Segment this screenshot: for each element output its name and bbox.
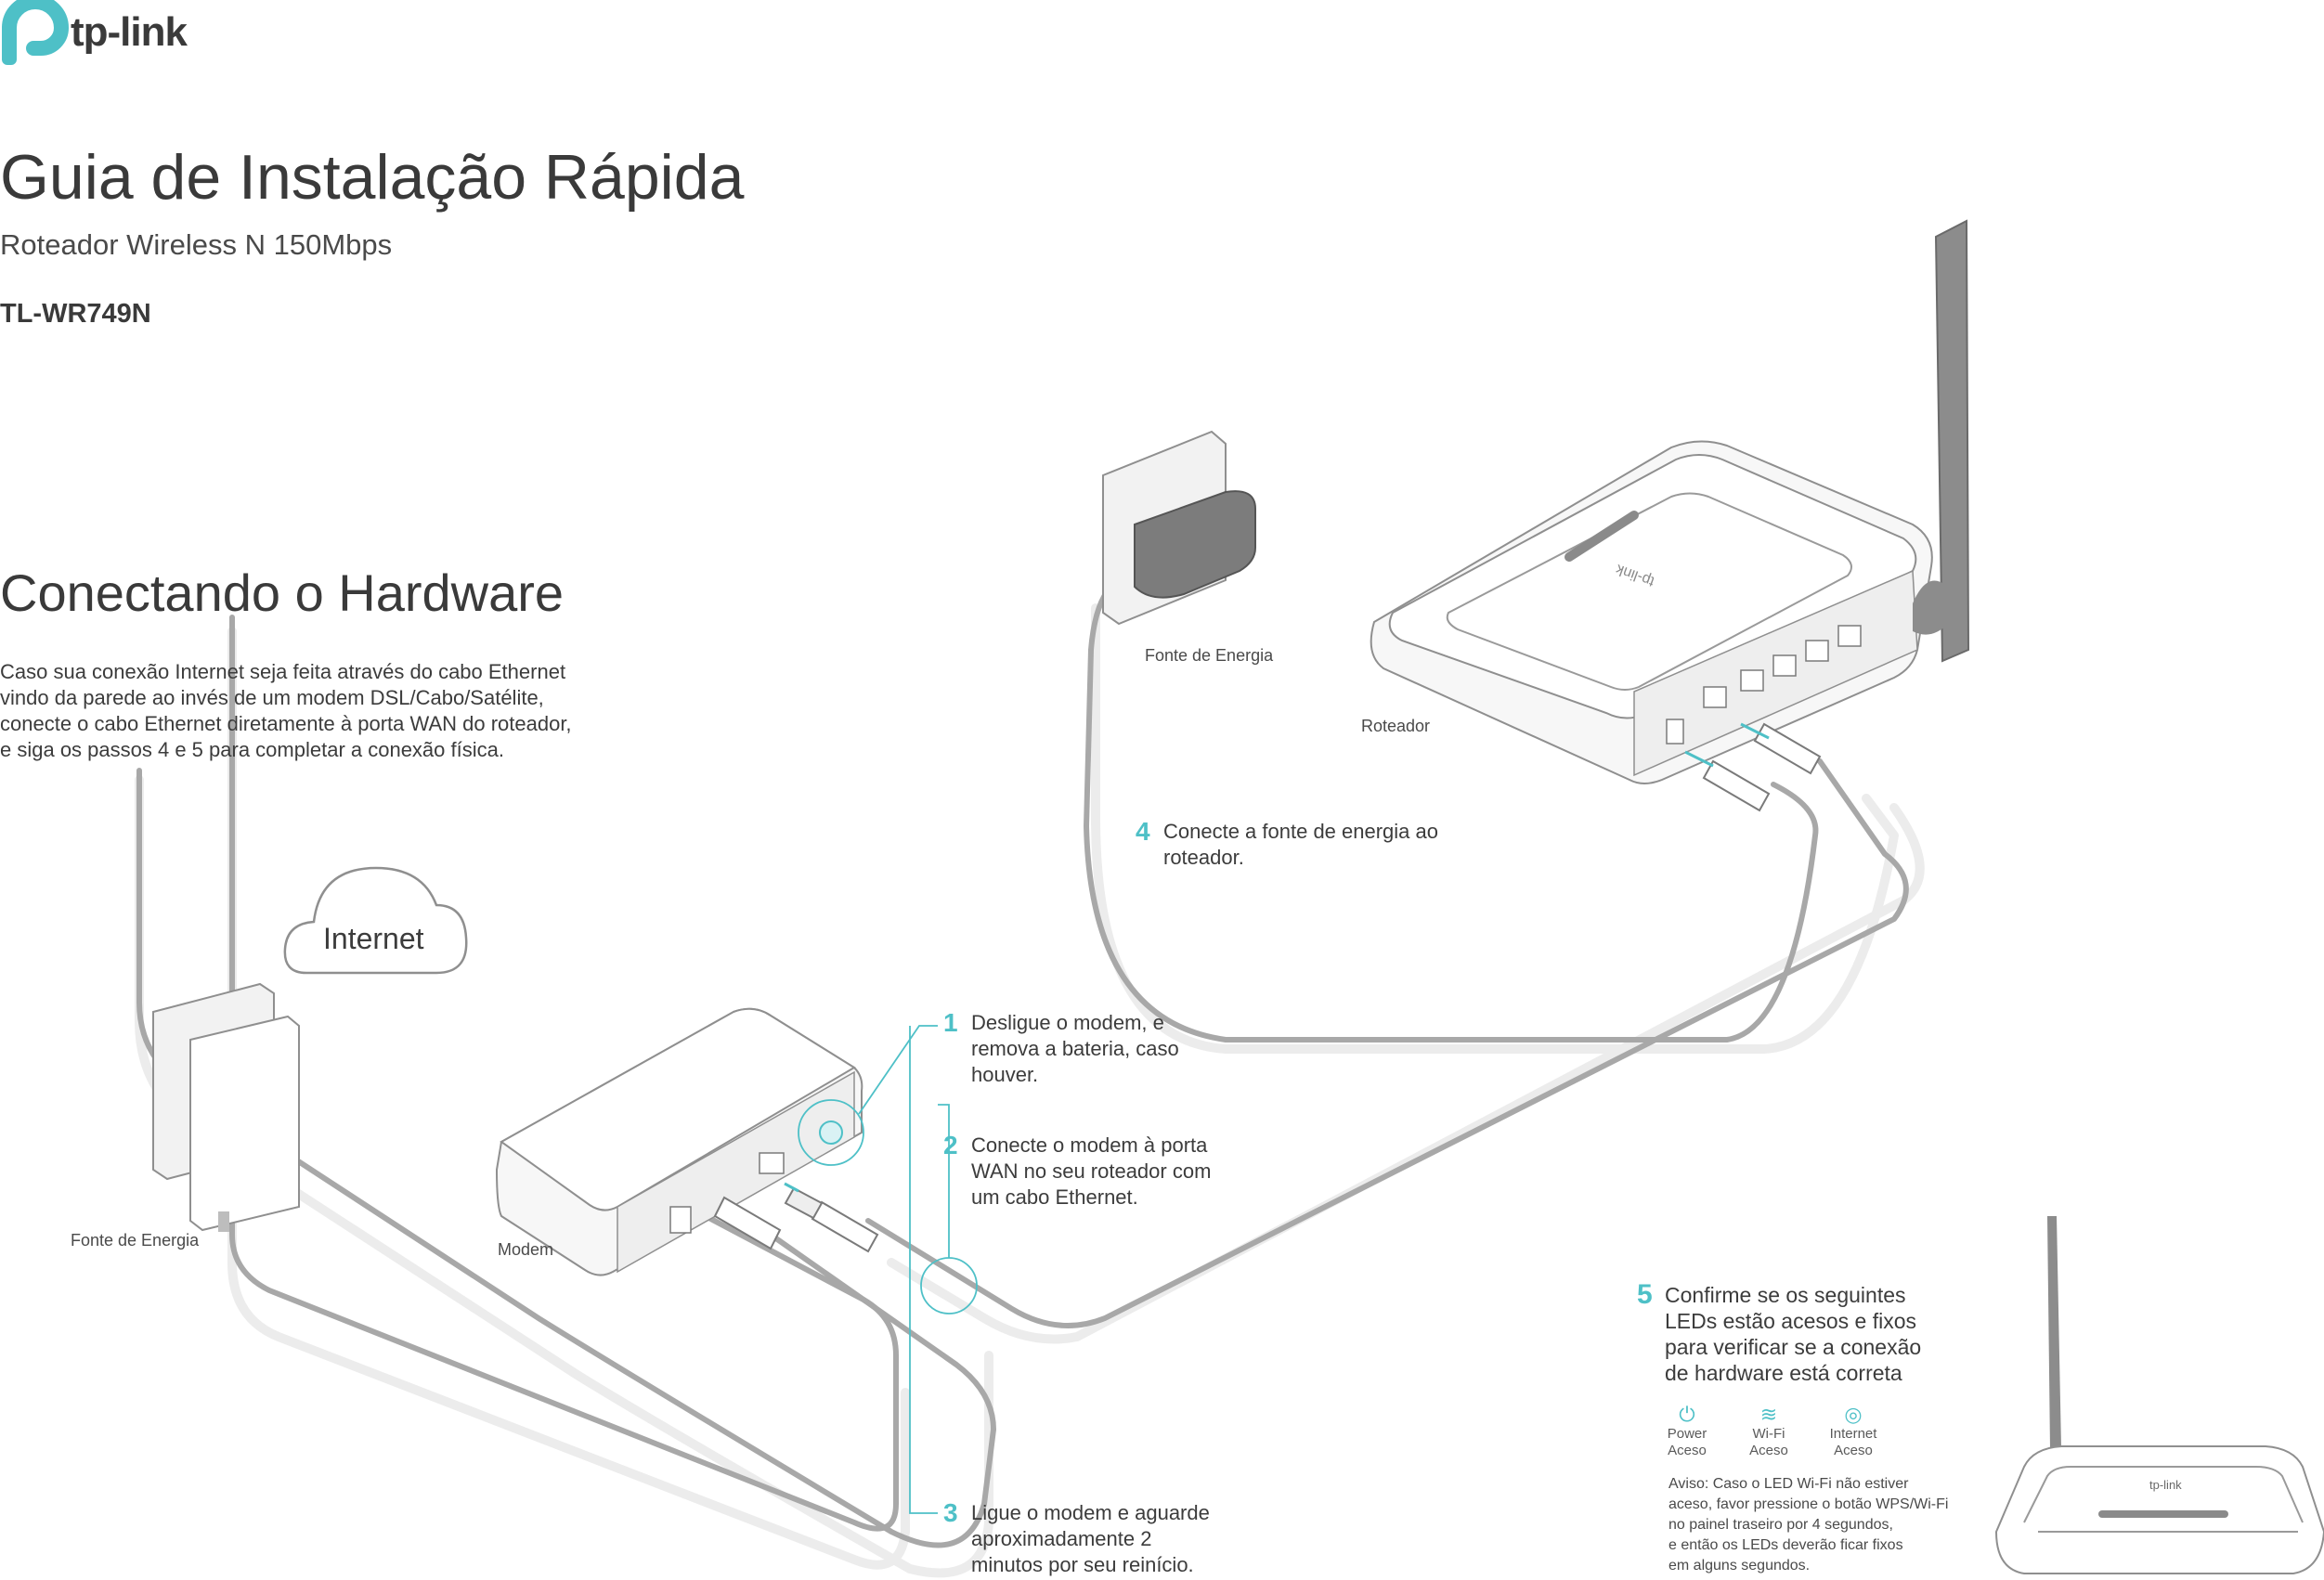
led-wifi: ≋ Wi-Fi Aceso [1732, 1404, 1806, 1459]
step-text-line: LEDs estão acesos e fixos [1665, 1309, 1917, 1333]
section-heading: Conectando o Hardware [0, 563, 565, 622]
step-4: 4 Conecte a fonte de energia ao roteador… [1136, 819, 1438, 871]
ethernet-plug-modem [784, 1182, 879, 1253]
step-text-line: Conecte o modem à porta [971, 1133, 1208, 1157]
intro-line: conecte o cabo Ethernet diretamente à po… [0, 712, 572, 735]
modem [495, 1007, 863, 1276]
step-number: 1 [943, 1008, 958, 1037]
router [1370, 219, 1970, 784]
step-text-line: para verificar se a conexão [1665, 1335, 1922, 1359]
brand-logo-text: tp-link [71, 9, 188, 55]
warning-line: em alguns segundos. [1668, 1558, 1811, 1574]
intro-line: Caso sua conexão Internet seja feita atr… [0, 660, 566, 683]
warning-line: e então os LEDs deverão ficar fixos [1668, 1537, 1903, 1553]
led-power: ⏻ Power Aceso [1650, 1404, 1724, 1459]
router-label: Roteador [1361, 717, 1431, 735]
warning-line: no painel traseiro por 4 segundos, [1668, 1517, 1893, 1533]
led-name: Wi-Fi [1752, 1426, 1785, 1442]
step-text-line: roteador. [1163, 846, 1244, 869]
step-number: 2 [943, 1131, 958, 1159]
internet-icon: ◎ [1844, 1403, 1863, 1426]
step-2: 2 Conecte o modem à porta WAN no seu rot… [943, 1133, 1211, 1211]
step-5: 5 Confirme se os seguintes LEDs estão ac… [1637, 1279, 1922, 1386]
page-title: Guia de Instalação Rápida [0, 142, 745, 213]
led-state: Aceso [1749, 1443, 1788, 1458]
warning-line: Aviso: Caso o LED Wi-Fi não estiver [1668, 1476, 1909, 1492]
ethernet-plug-router [1740, 722, 1822, 775]
small-router-logo-text: tp-link [2149, 1478, 2182, 1492]
step-text-line: Ligue o modem e aguarde [971, 1501, 1210, 1524]
step-text-line: WAN no seu roteador com [971, 1159, 1212, 1183]
led-internet: ◎ Internet Aceso [1816, 1404, 1890, 1459]
power-icon: ⏻ [1679, 1403, 1695, 1426]
intro-line: e siga os passos 4 e 5 para completar a … [0, 738, 504, 761]
led-name: Internet [1829, 1426, 1877, 1442]
step-text-line: minutos por seu reinício. [971, 1553, 1194, 1576]
power-label-right: Fonte de Energia [1145, 646, 1274, 665]
power-plug-modem [713, 1196, 782, 1250]
step-number: 4 [1136, 817, 1150, 846]
step-number: 3 [943, 1498, 958, 1527]
page-subtitle: Roteador Wireless N 150Mbps [0, 228, 393, 261]
tp-link-logo-icon [2, 0, 70, 65]
step-text-line: um cabo Ethernet. [971, 1185, 1138, 1209]
internet-cloud [283, 866, 468, 975]
warning-note: Aviso: Caso o LED Wi-Fi não estiver aces… [1668, 1474, 1948, 1576]
step-text-line: de hardware está correta [1665, 1361, 1902, 1385]
led-state: Aceso [1668, 1443, 1707, 1458]
step-1: 1 Desligue o modem, e remova a bateria, … [943, 1010, 1179, 1088]
step-text-line: remova a bateria, caso [971, 1037, 1179, 1060]
step-3: 3 Ligue o modem e aguarde aproximadament… [943, 1500, 1210, 1578]
intro-paragraph: Caso sua conexão Internet seja feita atr… [0, 659, 613, 763]
warning-line: aceso, favor pressione o botão WPS/Wi-Fi [1668, 1496, 1949, 1512]
model-number: TL-WR749N [0, 299, 151, 329]
power-adapter-right [1102, 430, 1256, 626]
led-name: Power [1667, 1426, 1707, 1442]
wifi-icon: ≋ [1759, 1403, 1778, 1426]
led-state: Aceso [1834, 1443, 1873, 1458]
router-small [1994, 1216, 2324, 1574]
step-text-line: Conecte a fonte de energia ao [1163, 820, 1439, 843]
internet-label: Internet [323, 922, 424, 955]
intro-line: vindo da parede ao invés de um modem DSL… [0, 686, 544, 709]
step-text-line: Confirme se os seguintes [1665, 1283, 1906, 1307]
power-label-left: Fonte de Energia [71, 1231, 200, 1250]
step-text-line: houver. [971, 1063, 1039, 1086]
power-plug-router [1684, 750, 1771, 812]
step-text-line: Desligue o modem, e [971, 1011, 1164, 1034]
power-adapter-left [152, 982, 300, 1232]
step-number: 5 [1637, 1279, 1653, 1310]
step-text-line: aproximadamente 2 [971, 1527, 1152, 1550]
modem-label: Modem [498, 1240, 554, 1259]
